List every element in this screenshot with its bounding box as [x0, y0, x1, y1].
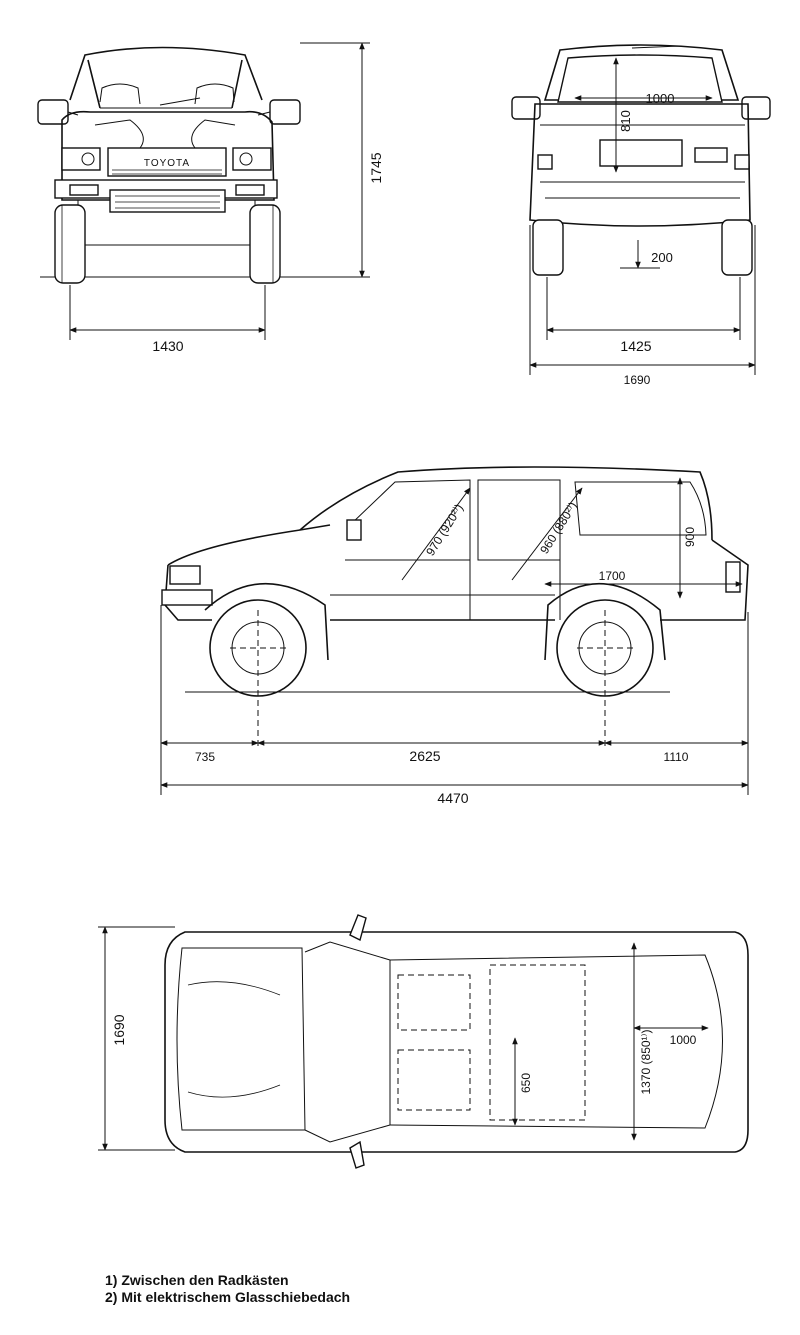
rear-width-dimension: 1690: [624, 373, 651, 387]
top-view: 1370 (850¹⁾) 1000 650 1690: [98, 914, 749, 1169]
cargo-width-dimension: 1000: [670, 1033, 697, 1047]
front-badge: TOYOTA: [144, 158, 190, 169]
wheelbase-dimension: 2625: [409, 748, 440, 764]
rear-window-height-dimension: 810: [618, 110, 633, 132]
side-view: 970 (920²⁾) 960 (880²⁾) 1700 900 735 262…: [160, 466, 749, 806]
front-height-dimension: 1745: [368, 152, 384, 183]
footnote-2: 2) Mit elektrischem Glasschiebedach: [105, 1289, 351, 1305]
rear-track-dimension: 1425: [620, 338, 651, 354]
rear-diagonal-dimension: 960 (880²⁾): [537, 499, 580, 556]
top-width-dimension: 1690: [111, 1014, 127, 1045]
rear-view: 1000 810 200 1425 1690: [511, 44, 771, 387]
interior-length-dimension: 1700: [599, 569, 626, 583]
front-view: TOYOTA 1430 1745: [37, 42, 384, 354]
ground-clearance-dimension: 200: [651, 250, 673, 265]
front-overhang-dimension: 735: [195, 750, 215, 764]
seat-depth-dimension: 650: [519, 1073, 533, 1093]
interior-height-dimension: 900: [683, 527, 697, 547]
footnote-1: 1) Zwischen den Radkästen: [105, 1272, 289, 1288]
overall-length-dimension: 4470: [437, 790, 468, 806]
footnotes: 1) Zwischen den Radkästen 2) Mit elektri…: [105, 1272, 350, 1306]
cargo-length-dimension: 1370 (850¹⁾): [639, 1030, 653, 1095]
rear-overhang-dimension: 1110: [664, 750, 689, 764]
front-track-dimension: 1430: [152, 338, 183, 354]
front-diagonal-dimension: 970 (920²⁾): [423, 501, 466, 558]
rear-window-width-dimension: 1000: [646, 91, 675, 106]
